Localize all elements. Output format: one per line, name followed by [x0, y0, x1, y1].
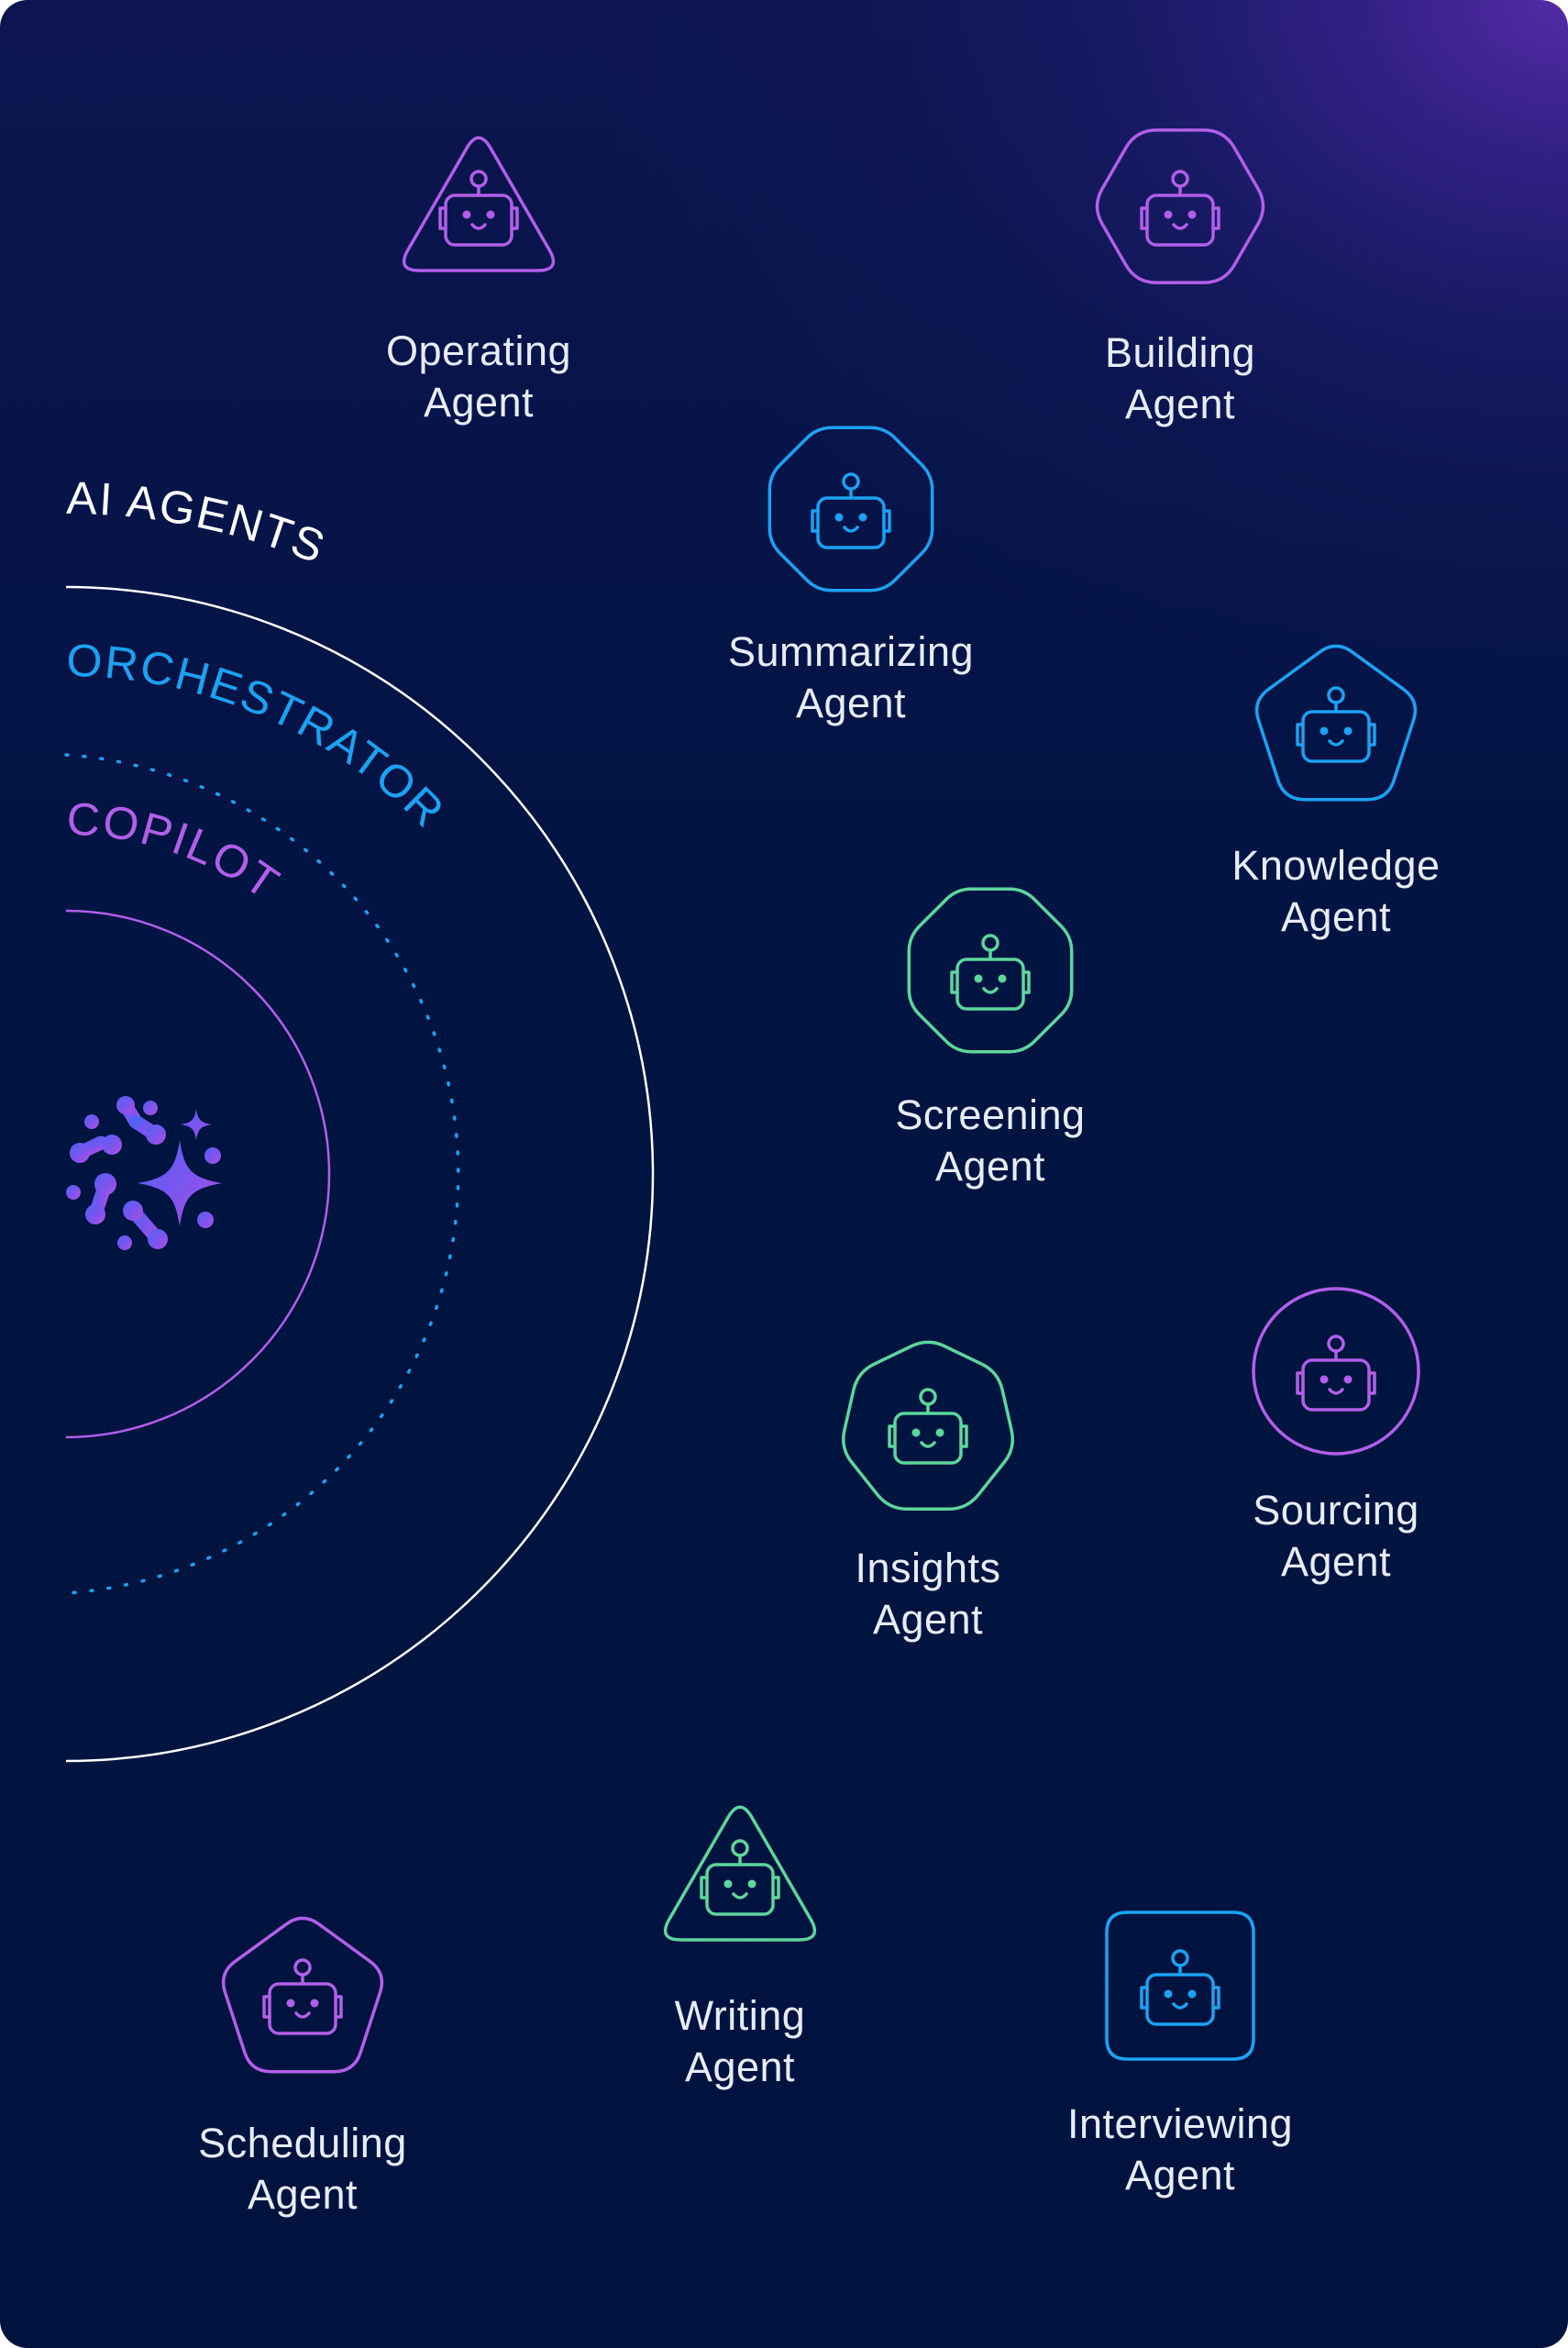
robot-icon	[1296, 686, 1376, 763]
insights-agent-icon	[842, 1340, 1014, 1512]
robot-icon	[262, 1958, 343, 2035]
octagon-badge-icon	[767, 426, 934, 593]
robot-icon	[700, 1839, 780, 1916]
agent-label-line2: Agent	[872, 1596, 984, 1643]
robot-icon	[811, 472, 891, 549]
agent-label-line1: Scheduling	[198, 2120, 407, 2166]
hexagon-badge-icon	[1095, 128, 1265, 284]
sourcing-agent-icon	[1252, 1287, 1420, 1456]
ai-agents-ring	[65, 585, 655, 1763]
square-badge-icon	[1105, 1911, 1255, 2061]
robot-icon	[1140, 170, 1220, 247]
robot-icon	[950, 934, 1031, 1011]
robot-icon	[888, 1388, 968, 1465]
robot-icon	[438, 170, 519, 247]
agent-label-line2: Agent	[1280, 1538, 1392, 1585]
agent-label-line2: Agent	[934, 1143, 1046, 1190]
agent-label-line1: Knowledge	[1231, 842, 1441, 889]
pentagon-badge-icon	[1254, 644, 1418, 802]
agent-label-line2: Agent	[1124, 381, 1236, 427]
agent-label-line1: Screening	[895, 1091, 1086, 1138]
agent-label-line1: Building	[1104, 329, 1256, 376]
agent-label-line1: Operating	[385, 327, 572, 374]
agent-label-line1: Interviewing	[1066, 2100, 1294, 2147]
knowledge-agent-icon	[1254, 644, 1418, 802]
interviewing-agent-icon	[1105, 1911, 1255, 2061]
agent-label-line1: Summarizing	[727, 628, 975, 675]
operating-agent-icon	[402, 136, 556, 272]
agent-label-line1: Sourcing	[1253, 1487, 1419, 1534]
copilot-ring	[65, 909, 331, 1439]
ai-sparkle-network-icon	[66, 1096, 222, 1250]
orchestrator-ring	[64, 753, 460, 1595]
agent-label-line2: Agent	[795, 680, 907, 726]
scheduling-agent-icon	[221, 1916, 384, 2074]
agent-label-line2: Agent	[1280, 893, 1392, 940]
screening-agent-icon	[907, 887, 1074, 1054]
agent-label-line1: Insights	[855, 1545, 1001, 1591]
agent-label-line2: Agent	[1124, 2152, 1236, 2198]
agent-label-line1: Writing	[674, 1992, 806, 2039]
agent-label-line2: Agent	[684, 2043, 796, 2090]
building-agent-icon	[1095, 128, 1265, 284]
heptagon-badge-icon	[842, 1340, 1014, 1512]
triangle-badge-icon	[402, 136, 556, 272]
triangle-badge-icon	[663, 1805, 817, 1942]
robot-icon	[1140, 1949, 1220, 2026]
agent-label-line2: Agent	[247, 2171, 359, 2218]
robot-icon	[1296, 1335, 1376, 1412]
octagon-badge-icon	[907, 887, 1074, 1054]
summarizing-agent-icon	[767, 426, 934, 593]
writing-agent-icon	[663, 1805, 817, 1942]
circle-badge-icon	[1252, 1287, 1420, 1456]
pentagon-badge-icon	[221, 1916, 384, 2074]
agent-label-line2: Agent	[423, 379, 535, 426]
